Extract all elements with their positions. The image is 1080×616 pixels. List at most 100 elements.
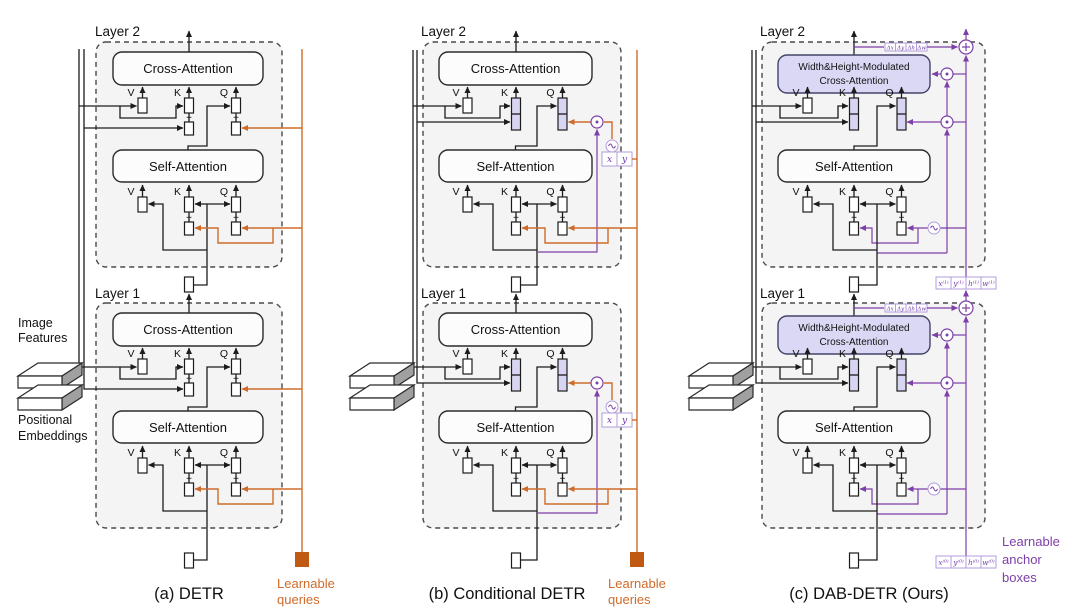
modulated-attention-label-1: Width&Height-Modulated [798, 62, 909, 73]
layer1-label: Layer 1 [760, 286, 805, 301]
q-proj-box [557, 196, 568, 213]
cross-attention-box [438, 312, 593, 347]
anchor-h1: h⁽¹⁾ [968, 279, 979, 288]
v-label: V [792, 186, 799, 198]
plus-sign: + [851, 474, 857, 485]
self-attention-label: Self-Attention [476, 159, 554, 174]
plus-sign: + [560, 474, 566, 485]
k-label: K [839, 87, 846, 99]
self-attention-box [777, 149, 931, 183]
image-feature-stack [686, 361, 756, 412]
q-proj-box [896, 196, 907, 213]
delta-w: Δw [916, 45, 926, 51]
self-qkv-row: V K Q + + [792, 445, 907, 497]
cross-attention-box [112, 51, 264, 86]
k-proj-box [183, 196, 195, 213]
decoder-input-box [510, 552, 522, 569]
layer2-label: Layer 2 [421, 24, 466, 39]
anchor-w0: w⁽⁰⁾ [982, 558, 995, 567]
plus-sign: + [186, 374, 192, 385]
v-proj-box [462, 196, 473, 213]
q-pos-box [557, 482, 568, 497]
modulated-attention-label-2: Cross-Attention [820, 337, 889, 348]
v-label: V [452, 186, 459, 198]
q-label: Q [546, 186, 554, 198]
q-label: Q [546, 348, 554, 360]
plus-sign: + [233, 374, 239, 385]
decoder-embedding-lines [148, 462, 231, 561]
k-label: K [174, 348, 181, 360]
delta-x: Δx [886, 45, 895, 51]
plus-sign: + [899, 213, 905, 224]
learnable-queries-square [630, 552, 644, 567]
q-label: Q [220, 348, 228, 360]
cross-qkv-row: V K Q [452, 347, 568, 392]
layer1-label: Layer 1 [95, 286, 140, 301]
panel-conditional-detr: Layer 2 Layer 1 Cross-Attention V K Q [347, 24, 666, 607]
cross-qkv-row: V K Q + + [127, 347, 242, 397]
image-features-label-1: Image [18, 316, 53, 330]
delta-h: Δh [906, 45, 915, 51]
learnable-queries-lines [194, 49, 303, 552]
q-pos-box [230, 121, 242, 136]
q-label: Q [220, 87, 228, 99]
plus-sign: + [513, 474, 519, 485]
q-label: Q [885, 348, 893, 360]
decoder-input-box [848, 552, 860, 569]
cond-layer1: Cross-Attention V K Q Self-Attention V K… [438, 312, 637, 561]
v-label: V [452, 348, 459, 360]
anchor-update-branch: Δx Δy Δh Δw [854, 300, 974, 316]
q-pos-box [230, 482, 242, 497]
self-qkv-row: V K Q + + [792, 184, 907, 236]
v-proj-box [137, 457, 148, 474]
q-proj-box [230, 457, 242, 474]
anchor-y1: y⁽¹⁾ [952, 279, 963, 288]
panel-dab-detr: Layer 2 Layer 1 Δx Δy Δh [686, 24, 1060, 603]
k-proj-box [848, 457, 860, 474]
v-proj-box [802, 358, 813, 375]
v-label: V [792, 87, 799, 99]
anchor-state-box-1: x⁽¹⁾ y⁽¹⁾ h⁽¹⁾ w⁽¹⁾ [935, 276, 997, 290]
v-proj-box [137, 97, 148, 114]
learnable-queries-label-2: queries [277, 592, 320, 607]
k-label: K [174, 186, 181, 198]
learnable-queries-label-2: queries [608, 592, 651, 607]
k-label: K [839, 348, 846, 360]
plus-sign: + [233, 213, 239, 224]
decoder-embedding-lines [813, 462, 896, 561]
decoder-embedding-lines [473, 462, 557, 561]
ref-x: x [607, 416, 612, 426]
self-attention-label: Self-Attention [815, 159, 893, 174]
layer1-label: Layer 1 [421, 286, 466, 301]
plus-sign: + [186, 213, 192, 224]
conditional-spatial-query: x y [537, 376, 637, 514]
anchor-pe-branch [859, 482, 966, 505]
detr-layer1: Cross-Attention V K Q + + Self-Attention… [112, 312, 264, 561]
ref-x: x [607, 155, 612, 165]
plus-sign: + [513, 213, 519, 224]
self-attention-label: Self-Attention [149, 420, 227, 435]
cross-qkv-row: V K Q [452, 86, 568, 131]
v-label: V [792, 447, 799, 459]
plus-sign: + [851, 213, 857, 224]
self-qkv-row: V K Q + + [452, 445, 568, 497]
self-attention-box [438, 149, 593, 183]
q-proj-box [896, 457, 907, 474]
image-features-label-2: Features [18, 331, 67, 345]
layer2-label: Layer 2 [760, 24, 805, 39]
caption-c: (c) DAB-DETR (Ours) [789, 585, 949, 603]
delta-y: Δy [896, 45, 905, 51]
v-proj-box [137, 196, 148, 213]
q-label: Q [220, 447, 228, 459]
delta-h: Δh [906, 306, 915, 312]
q-pos-box [230, 382, 242, 397]
plus-sign: + [233, 474, 239, 485]
delta-w: Δw [916, 306, 926, 312]
self-attention-label: Self-Attention [149, 159, 227, 174]
delta-y: Δy [896, 306, 905, 312]
modulated-attention-label-2: Cross-Attention [820, 76, 889, 87]
learnable-queries-label-1: Learnable [608, 576, 666, 591]
decoder-embedding-lines [148, 201, 231, 286]
anchor-state-box-0: x⁽⁰⁾ y⁽⁰⁾ h⁽⁰⁾ w⁽⁰⁾ [935, 555, 997, 569]
